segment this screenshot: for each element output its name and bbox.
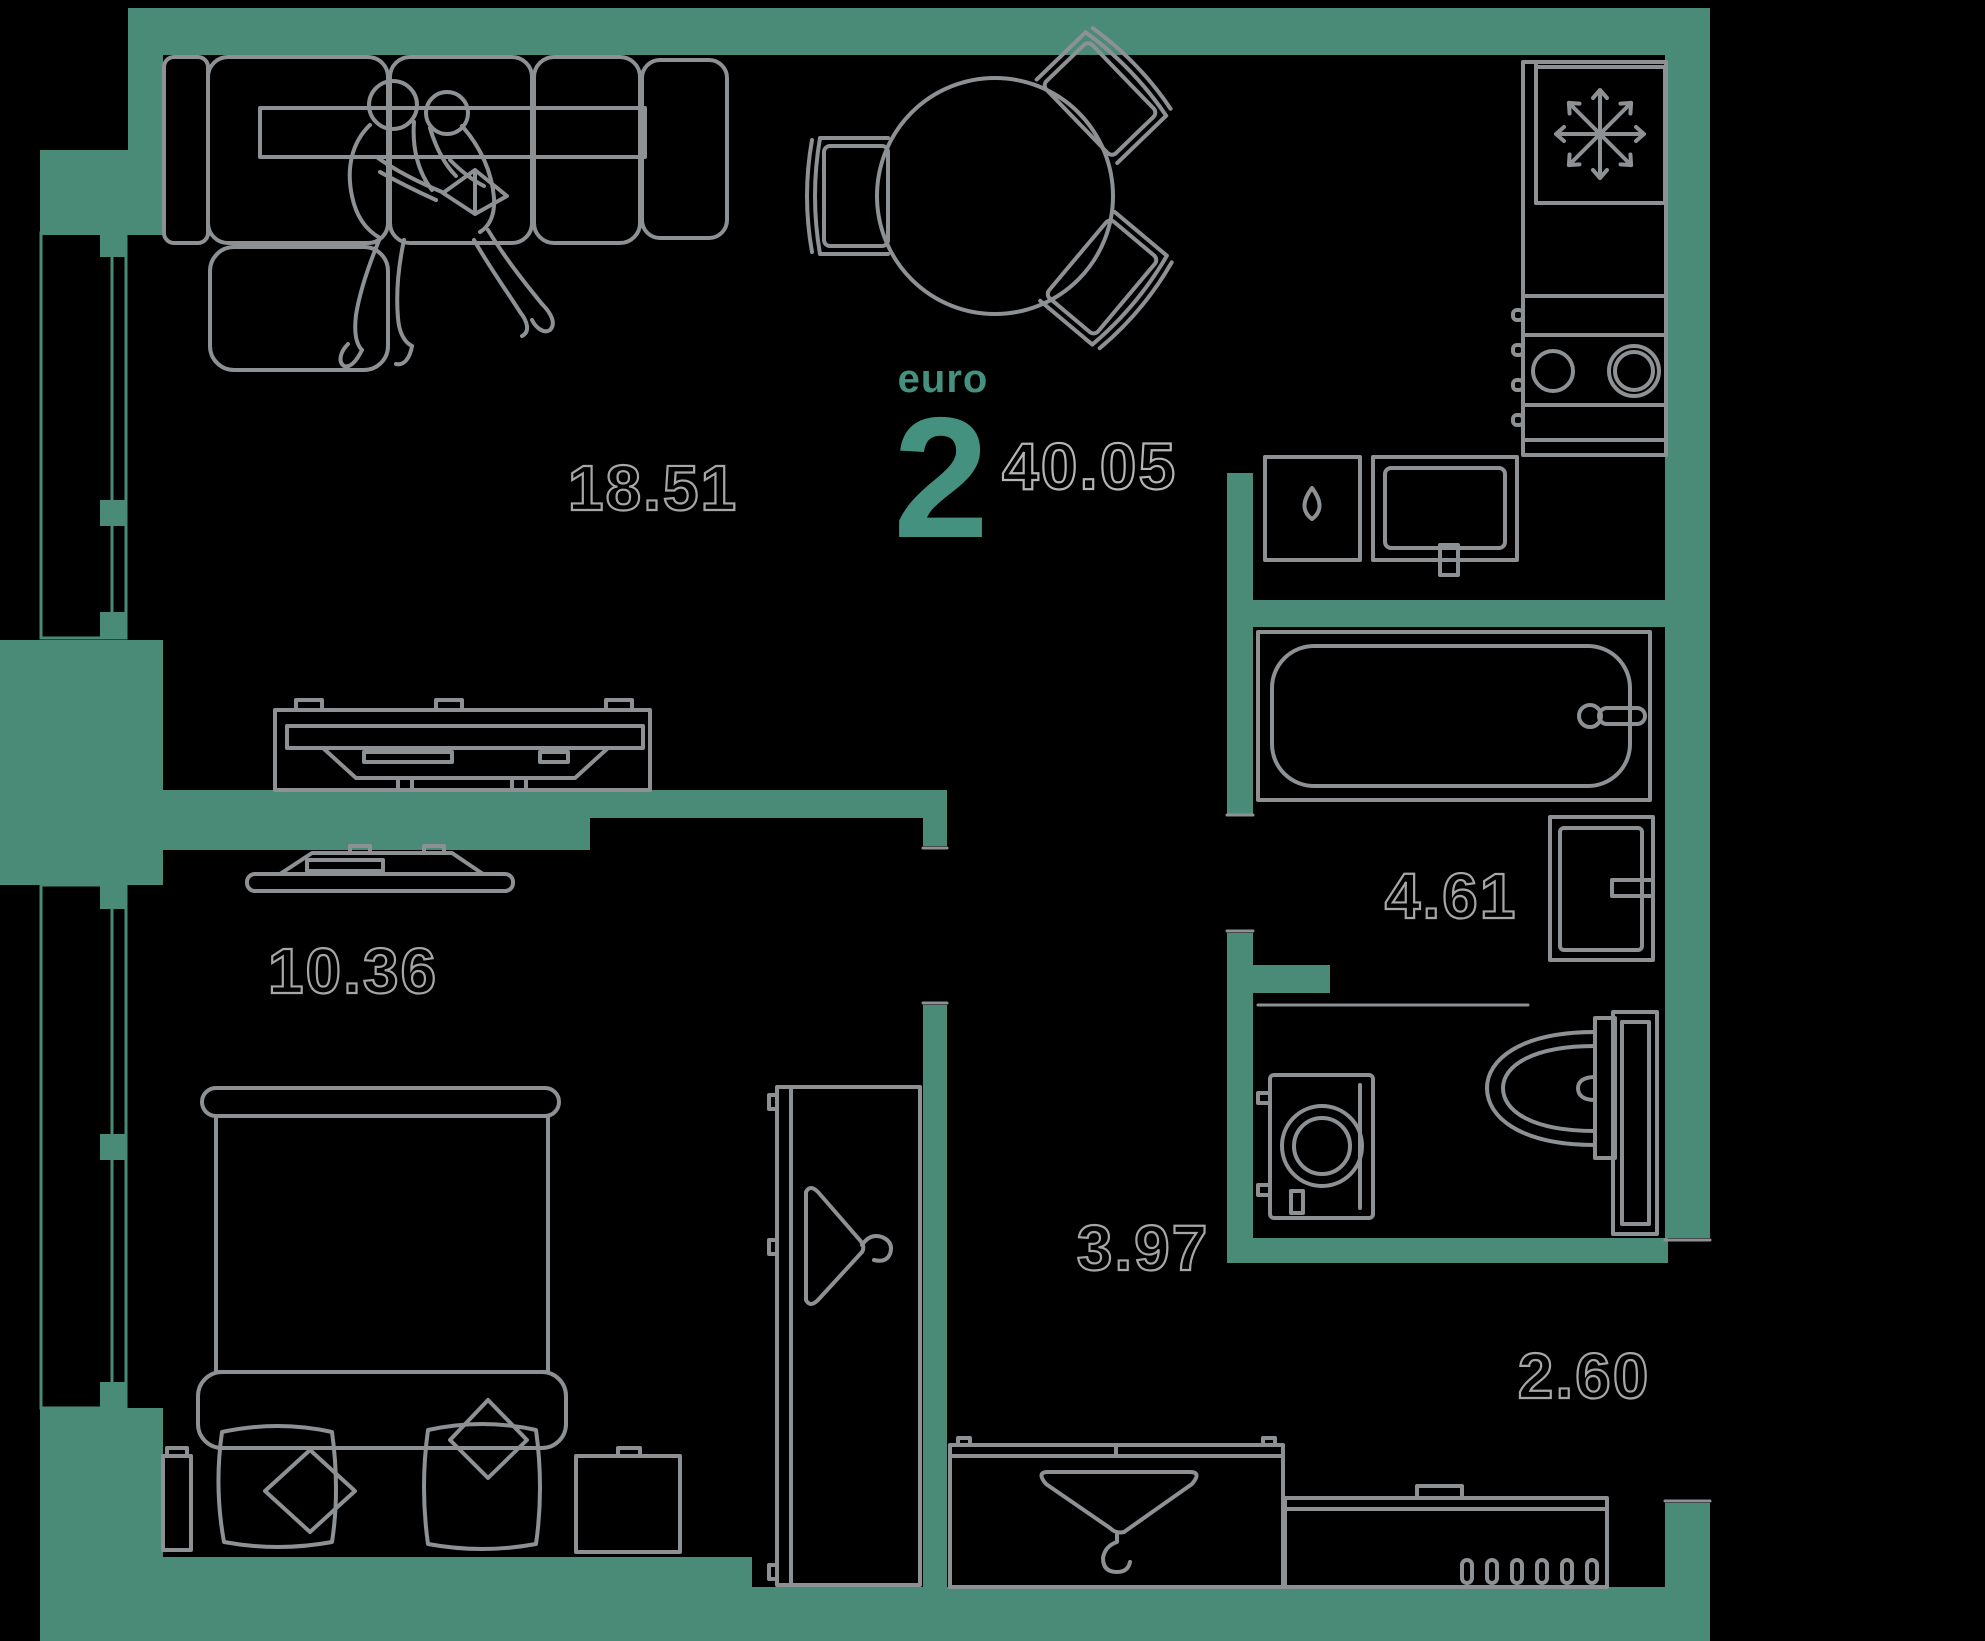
sofa-icon bbox=[162, 55, 729, 372]
window-living bbox=[39, 231, 128, 640]
washbasin-icon bbox=[1548, 815, 1655, 962]
bathtub-icon bbox=[1256, 630, 1652, 802]
people-reading-icon bbox=[338, 79, 555, 369]
shoe-bench-icon bbox=[1283, 1484, 1609, 1589]
bed-icon bbox=[196, 1086, 568, 1551]
window-bedroom bbox=[39, 883, 128, 1410]
area-label-entry: 2.60 bbox=[1518, 1340, 1651, 1412]
pillow-icon bbox=[448, 1398, 529, 1480]
area-label-living: 18.51 bbox=[568, 452, 738, 524]
dining-table-icon bbox=[805, 26, 1174, 351]
kitchen-sink-icon bbox=[1263, 455, 1519, 577]
pillow-icon bbox=[216, 1424, 338, 1549]
toilet-icon bbox=[1485, 1016, 1617, 1160]
snowflake-icon bbox=[1554, 88, 1646, 180]
pillow-icon bbox=[263, 1448, 357, 1534]
drain-icon bbox=[1302, 486, 1322, 521]
nightstand-icon bbox=[161, 1446, 682, 1554]
area-label-bedroom: 10.36 bbox=[268, 935, 438, 1007]
wardrobe-hanger-icon bbox=[767, 1085, 922, 1587]
chair-icon bbox=[1034, 26, 1173, 165]
washing-machine-icon bbox=[1256, 1073, 1375, 1220]
tv-console-icon bbox=[273, 698, 652, 792]
unit-rooms-count: 2 bbox=[893, 382, 989, 574]
walls bbox=[0, 8, 1710, 1641]
chair-icon bbox=[1038, 210, 1174, 351]
door-openings bbox=[921, 813, 1712, 1503]
stove-burners-icon bbox=[1531, 344, 1661, 398]
coat-rack-hanger-icon bbox=[948, 1436, 1285, 1589]
unit-total-area: 40.05 bbox=[1002, 429, 1177, 503]
area-label-bathroom: 4.61 bbox=[1385, 860, 1518, 932]
area-label-hallway: 3.97 bbox=[1077, 1212, 1210, 1284]
bedroom-tv-icon bbox=[245, 844, 515, 893]
pillow-icon bbox=[422, 1422, 542, 1551]
entrance-door-icon bbox=[1611, 1010, 1659, 1236]
fridge-snowflake-icon bbox=[1511, 60, 1668, 457]
chair-icon bbox=[805, 136, 890, 256]
unit-type-label: euro bbox=[898, 357, 989, 401]
